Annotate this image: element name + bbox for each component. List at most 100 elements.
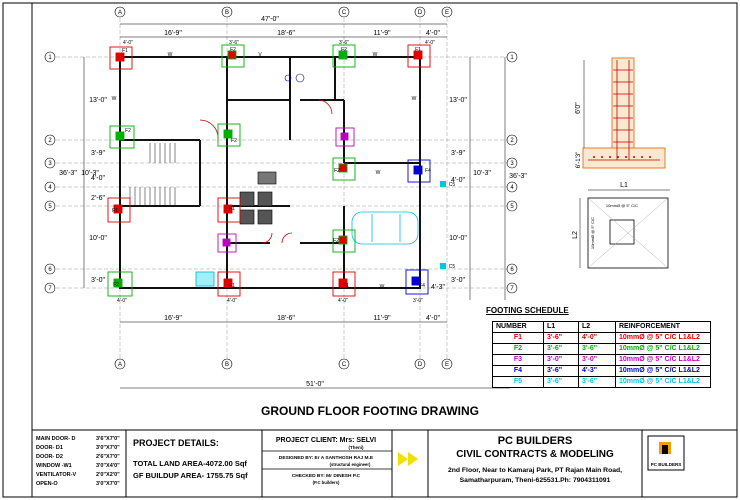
svg-text:CHECKED BY: Mr DINESH P.C: CHECKED BY: Mr DINESH P.C [292,473,361,479]
project-details: PROJECT DETAILS: TOTAL LAND AREA-4072.00… [133,438,248,480]
svg-text:A: A [118,362,122,368]
svg-text:B: B [225,362,229,368]
schedule-cell: F2 [492,343,544,355]
grid-bubble-d-bottom: D [414,358,426,370]
footing-f2-c6: F2 [332,229,356,253]
footing-f2-b1: F2 [221,44,245,68]
svg-text:F1: F1 [122,48,128,54]
svg-text:WINDOW -W1: WINDOW -W1 [36,463,72,469]
schedule-cell: 3'-6" [578,376,616,388]
footings: F1 F2 F2 F1 F2 F2 F2 F4 F1 F1 F2 F2 F1 F… [107,40,455,304]
schedule-cell: F1 [492,332,544,344]
window-tag-2: W [373,52,378,58]
grid-bubble-6-right: 6 [506,263,518,275]
dim-right-5: 10'-0" [449,235,467,242]
dim-right-4: 4'-0" [451,177,465,184]
schedule-cell: 3'-6" [578,343,616,355]
schedule-cell: 3'-6" [543,376,579,388]
grid-bubble-b-bottom: B [221,358,233,370]
grid-bubble-7-right: 7 [506,282,518,294]
footing-f2-c3: F2 [332,157,356,181]
dim-right-2: 3'-9" [451,150,465,157]
svg-text:4: 4 [48,185,52,191]
svg-text:F4: F4 [419,283,425,289]
footing-size-top-2: 3'-6" [229,40,239,46]
column-c5-upper: C5 [440,181,455,188]
svg-text:F2: F2 [125,128,131,134]
schedule-header: L2 [578,321,616,333]
dim-top-span-1: 16'-9" [164,30,182,37]
svg-text:(P.C builders): (P.C builders) [313,480,340,485]
schedule-header-row: NUMBER L1 L2 REINFORCEMENT [492,321,711,333]
svg-text:DESIGNED BY: Er A SANTHOSH RAJ: DESIGNED BY: Er A SANTHOSH RAJ M.E [279,455,374,461]
svg-text:PC BUILDERS: PC BUILDERS [498,435,573,447]
svg-text:F1: F1 [229,206,235,212]
footing-f4-d3: F4 [407,159,431,183]
footing-size-top-4: 4'-0" [425,40,435,46]
footing-f3-b6 [217,233,237,253]
footing-size-bottom-2: 4'-0" [227,298,237,304]
svg-text:VENTILATOR-V: VENTILATOR-V [36,472,76,478]
svg-text:C5: C5 [449,264,456,270]
svg-text:DOOR- D2: DOOR- D2 [36,454,63,460]
footing-f1-c7: F1 [332,271,356,297]
svg-text:5: 5 [48,204,52,210]
section-base-label: 6'-1'3" [576,152,582,168]
dim-top-span-3: 11'-9" [373,30,391,37]
svg-text:F2: F2 [333,238,339,244]
section-depth-label: 6'0" [575,102,582,114]
svg-text:C5: C5 [449,182,456,188]
schedule-cell: 10mmØ @ 5" C/C L1&L2 [615,365,711,377]
schedule-header: L1 [543,321,579,333]
svg-text:3'0"X4'0": 3'0"X4'0" [96,463,120,469]
footing-size-top-1: 4'-0" [123,40,133,46]
drawing-title: GROUND FLOOR FOOTING DRAWING [261,404,479,418]
svg-text:B: B [225,10,229,16]
svg-text:3'0"X7'0": 3'0"X7'0" [96,481,120,487]
column-c5-lower: C5 [440,263,455,270]
svg-text:2'0"X2'0": 2'0"X2'0" [96,472,120,478]
grid-bubble-4-right: 4 [506,181,518,193]
company-logo: PC BUILDERS [647,435,685,471]
svg-text:6: 6 [48,267,52,273]
svg-text:4: 4 [510,185,514,191]
dim-bottom-span-1: 16'-9" [164,315,182,322]
arrow-icon [398,452,418,466]
schedule-cell: F5 [492,376,544,388]
ventilator-tag: V [258,52,262,58]
window-tag-left: W [112,96,117,102]
schedule-cell: 10mmØ @ 5" C/C L1&L2 [615,332,711,344]
dim-left-outer: 36'-3" [59,170,77,177]
svg-text:7: 7 [510,286,514,292]
footing-f2-a7: F2 [107,271,133,297]
car-outline [351,211,419,245]
schedule-title: FOOTING SCHEDULE [486,306,569,315]
grid-bubble-a-bottom: A [114,358,126,370]
svg-text:D: D [418,362,423,368]
grid-bubble-e: E [441,6,453,18]
svg-text:2: 2 [510,138,514,144]
footing-f2-c1: F2 [332,44,356,68]
svg-text:2'6"X7'0": 2'6"X7'0" [96,454,120,460]
dim-bottom-span-3: 11'-9" [373,315,391,322]
footing-size-bottom-4: 3'-0" [413,298,423,304]
grid-bubble-2-right: 2 [506,134,518,146]
staircase [129,143,176,205]
grid-bubble-1: 1 [44,51,56,63]
grid-bubble-c-bottom: C [338,358,350,370]
svg-text:(structural engineer): (structural engineer) [330,462,371,467]
dim-top-span-2: 18'-6" [277,30,295,37]
dim-left-1: 13'-0" [89,97,107,104]
client-block: PROJECT CLIENT: Mrs: SELVI (Theni) DESIG… [276,437,376,485]
schedule-cell: F4 [492,365,544,377]
dim-left-small: 4'-0" [91,175,105,182]
window-tag-right: W [412,96,417,102]
plan-length-label: L2 [572,231,579,239]
footing-f3-c2 [335,127,355,147]
svg-text:F1: F1 [112,208,118,214]
